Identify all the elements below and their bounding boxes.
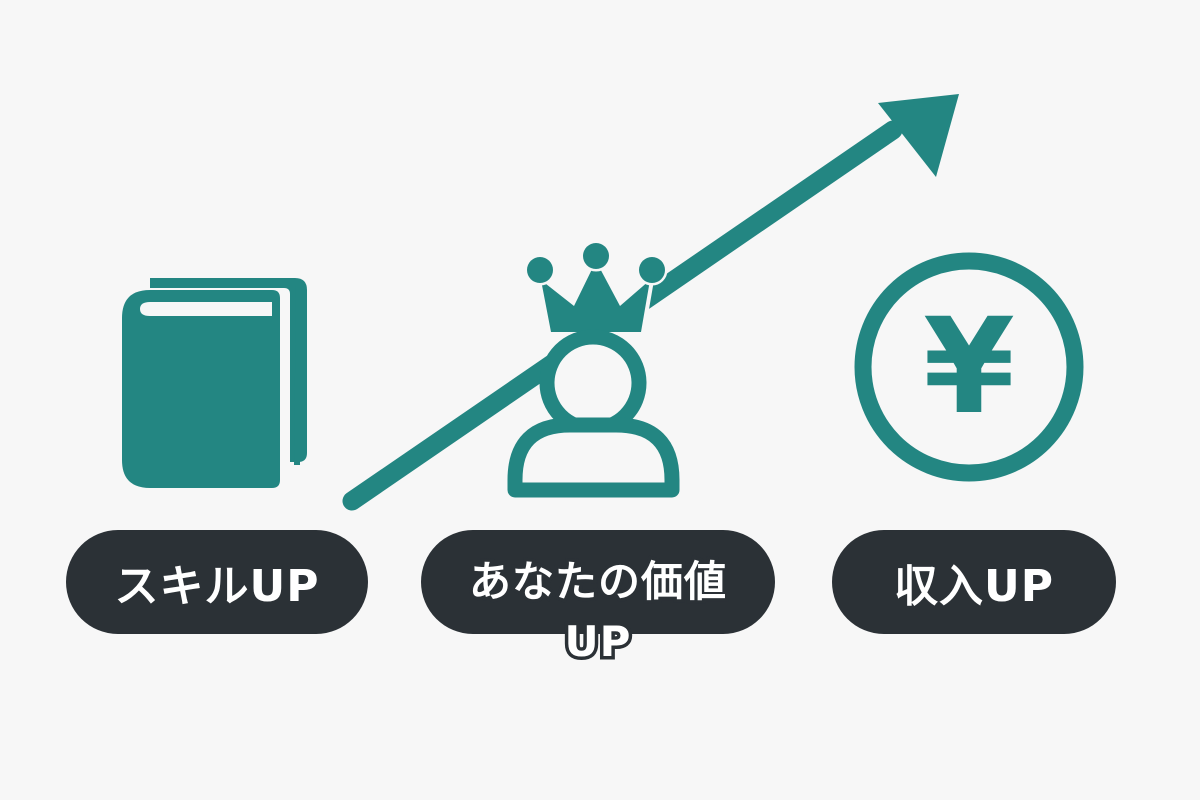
value-up-pill bbox=[421, 530, 775, 634]
yen-symbol: ¥ bbox=[923, 290, 1015, 444]
skill-up-label: スキルUP bbox=[66, 530, 368, 634]
yen-coin-icon: ¥ bbox=[854, 252, 1084, 482]
income-up-label: 収入UP bbox=[832, 530, 1116, 634]
value-up-label: あなたの価値 UP bbox=[421, 552, 775, 672]
crowned-person-icon bbox=[507, 240, 680, 498]
book-icon bbox=[122, 278, 307, 488]
value-up-line2: UP bbox=[561, 614, 634, 670]
value-up-line1: あなたの価値 bbox=[465, 554, 729, 610]
